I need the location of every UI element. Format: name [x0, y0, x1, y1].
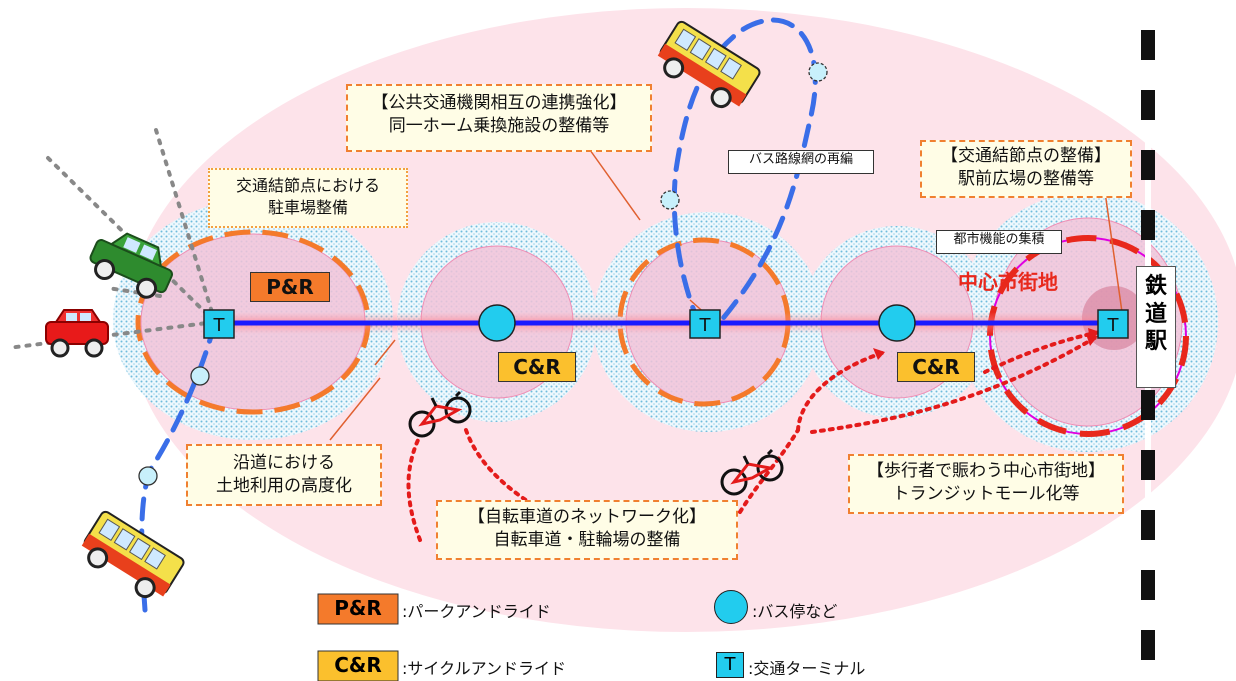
- legend-pr-swatch: [317, 593, 399, 625]
- callout-line: 自転車道・駐輪場の整備: [493, 529, 681, 550]
- station-char: 鉄: [1144, 274, 1167, 299]
- railway-station: 鉄 道 駅: [1136, 266, 1176, 388]
- cr-tag: C&R: [897, 352, 975, 382]
- callout-line: 都市機能の集積: [953, 232, 1045, 247]
- callout-pedestrian: 【歩行者で賑わう中心市街地】 トランジットモール化等: [848, 454, 1124, 514]
- cycle-arrowheads: [873, 328, 1100, 360]
- bus-icon: [657, 20, 761, 109]
- callout-public-transport: 【公共交通機関相互の連携強化】 同一ホーム乗換施設の整備等: [346, 84, 652, 152]
- legend-pr-label: P&R: [334, 596, 382, 620]
- callout-bus-network: バス路線網の再編: [728, 150, 874, 174]
- small-bus-stops: [138, 62, 828, 486]
- bus-stop-node: [878, 304, 916, 342]
- bus-stop-node: [478, 304, 516, 342]
- callout-node: 【交通結節点の整備】 駅前広場の整備等: [920, 140, 1132, 198]
- terminal-node: T: [203, 309, 235, 339]
- callout-line: 【公共交通機関相互の連携強化】: [371, 93, 627, 113]
- callout-line: バス路線網の再編: [748, 152, 853, 167]
- cr-tag: C&R: [498, 352, 576, 382]
- legend-terminal-icon: T: [716, 652, 744, 678]
- callout-line: 土地利用の高度化: [216, 475, 352, 496]
- bicycle-icon: [408, 390, 472, 438]
- center-city-label: 中心市街地: [958, 270, 1058, 294]
- terminal-node: T: [689, 309, 721, 339]
- callout-parking: 交通結節点における 駐車場整備: [208, 168, 408, 228]
- callout-line: トランジットモール化等: [892, 483, 1080, 504]
- legend-bus-stop-text: :バス停など: [752, 602, 838, 621]
- terminal-node: T: [1097, 309, 1129, 339]
- leader-lines: [329, 149, 1123, 441]
- callout-line: 【交通結節点の整備】: [941, 146, 1111, 166]
- callout-roadside: 沿道における 土地利用の高度化: [186, 444, 382, 506]
- station-char: 駅: [1144, 329, 1167, 354]
- legend-pr-text: :パークアンドライド: [402, 602, 551, 621]
- bicycle-icon: [720, 448, 784, 496]
- legend-bus-stop-icon: [714, 590, 748, 624]
- legend-terminal-text: :交通ターミナル: [748, 659, 866, 678]
- callout-line: 【自転車道のネットワーク化】: [468, 507, 706, 527]
- legend-cr-text: :サイクルアンドライド: [402, 659, 566, 678]
- legend-cr-swatch: [317, 650, 399, 681]
- callout-line: 同一ホーム乗換施設の整備等: [388, 115, 610, 136]
- callout-bicycle: 【自転車道のネットワーク化】 自転車道・駐輪場の整備: [436, 500, 738, 560]
- bus-icon: [81, 510, 185, 599]
- center-area-dashed: [987, 235, 1189, 437]
- callout-line: 沿道における: [233, 453, 335, 473]
- callout-line: 【歩行者で賑わう中心市街地】: [867, 461, 1105, 481]
- callout-line: 交通結節点における: [235, 176, 380, 195]
- callout-line: 駐車場整備: [267, 197, 348, 217]
- legend-cr-label: C&R: [334, 653, 382, 677]
- pr-tag: P&R: [250, 272, 330, 302]
- callout-urban-functions: 都市機能の集積: [936, 230, 1062, 254]
- green-car-icon: [89, 232, 173, 299]
- station-char: 道: [1144, 301, 1167, 327]
- red-car-icon: [45, 309, 109, 358]
- svg-text:T: T: [699, 315, 712, 336]
- callout-line: 駅前広場の整備等: [958, 168, 1094, 189]
- svg-text:T: T: [1107, 315, 1120, 336]
- svg-text:T: T: [213, 315, 226, 336]
- access-roads: [6, 128, 217, 350]
